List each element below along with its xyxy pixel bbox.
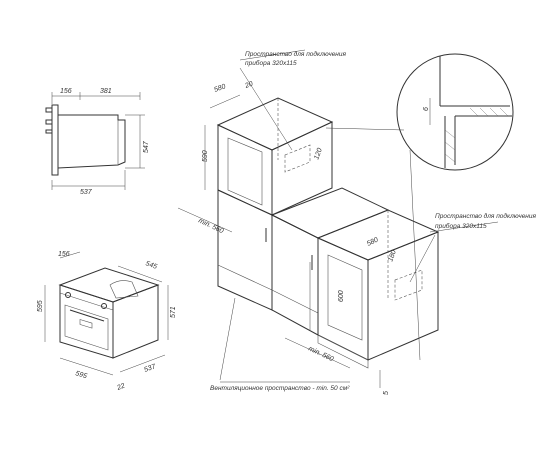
side-dim-537: 537 [80, 189, 93, 196]
lower-callout-line1: Пространство для подключения [435, 212, 536, 220]
lower-dim-600-text: 600 [338, 290, 345, 302]
front-dim-595-w [59, 357, 114, 376]
detail-hatch-6 [444, 141, 456, 151]
base-mid-top [270, 187, 390, 239]
ventilation-leader [219, 297, 236, 381]
upper-callout-line1: Пространство для подключения [245, 50, 346, 58]
base-mid-drawer-line [271, 289, 319, 314]
side-knob-2 [45, 119, 53, 125]
lower-dim-180-text: 180 [387, 249, 398, 262]
lower-callout-leader [409, 234, 436, 283]
front-dim-595-w-text: 595 [74, 370, 87, 380]
front-control-strip [59, 292, 114, 311]
detail-leader-2 [409, 149, 421, 361]
front-knob-left [65, 292, 71, 298]
lower-cabinet: 580 180 600 min. 560 Пространство для по… [284, 209, 536, 369]
side-dim-381: 381 [100, 88, 112, 95]
lower-dim-560-text: min. 560 [307, 345, 334, 363]
lower-opening [327, 254, 363, 341]
front-dim-156 [59, 251, 81, 259]
detail-circle [396, 53, 514, 171]
lower-right-face [367, 231, 439, 361]
upper-callout-leader-top [239, 49, 306, 61]
front-dim-545 [117, 265, 163, 283]
front-dim-571-text: 571 [170, 306, 177, 318]
front-dim-595-h-text: 595 [37, 300, 44, 312]
lower-connection-space [394, 269, 423, 301]
base-dim-560-left [177, 207, 233, 233]
front-right-face [112, 284, 159, 359]
detail-hatch-3 [489, 107, 499, 117]
lower-dim-580-text: 580 [366, 236, 380, 247]
side-view: 156 381 547 537 [45, 88, 150, 196]
detail-hatch-5 [444, 129, 456, 139]
front-door-window [64, 304, 109, 351]
detail-hatch-4 [499, 107, 509, 117]
front-knob-right [101, 303, 107, 309]
side-knob-1 [45, 107, 53, 113]
front-view: 156 545 595 571 595 537 22 [37, 251, 177, 392]
front-display [79, 319, 93, 329]
side-body [57, 114, 126, 169]
lower-callout-line2: прибора 320x115 [435, 222, 487, 230]
bottom-dim-5-text: 5 [383, 391, 390, 395]
upper-opening [227, 137, 263, 206]
front-top-face [58, 267, 160, 303]
lower-dim-560 [284, 337, 351, 369]
front-dim-545-text: 545 [144, 260, 157, 271]
upper-dim-120-text: 120 [313, 147, 324, 160]
detail-hatch-2 [479, 107, 489, 117]
upper-left-face [217, 124, 273, 216]
upper-dim-590-text: 590 [202, 150, 209, 162]
detail-dim-6-text: 6 [423, 107, 430, 111]
side-knob-3 [45, 129, 53, 134]
lower-plinth [317, 334, 369, 369]
front-handle [69, 309, 105, 322]
base-dim-560-left-text: min. 560 [197, 217, 224, 235]
upper-dim-580-text: 580 [213, 83, 226, 94]
side-dim-547: 547 [143, 140, 150, 153]
front-dim-22-text: 22 [115, 383, 126, 393]
detail-view: 6 [325, 53, 514, 361]
upper-dim-20-text: 20 [243, 81, 254, 91]
ventilation-label: Вентиляционное пространство - min. 50 см… [210, 385, 350, 392]
front-dim-537 [119, 354, 166, 373]
lower-top [316, 209, 440, 261]
upper-callout-leader [239, 67, 293, 151]
detail-hatch-1 [469, 107, 479, 117]
detail-leader-1 [325, 127, 405, 131]
lower-callout-leader-top [429, 221, 499, 233]
upper-right-face [271, 121, 333, 216]
front-dim-156-text: 156 [58, 251, 70, 258]
footer: Вентиляционное пространство - min. 50 см… [210, 297, 390, 395]
base-left-drawer-line [217, 264, 273, 291]
upper-dim-580 [209, 94, 241, 109]
side-dim-156: 156 [60, 88, 72, 95]
side-door [51, 104, 59, 176]
front-top-cutout [109, 280, 139, 299]
upper-cabinet: 580 20 590 120 Пространство для подключе… [202, 49, 346, 216]
base-left-front [217, 189, 273, 311]
front-dim-537-text: 537 [143, 363, 157, 374]
upper-top [216, 97, 334, 151]
upper-connection-space [284, 144, 311, 173]
detail-hatch-7 [444, 153, 456, 163]
base-mid-front [271, 214, 319, 336]
upper-callout-line2: прибора 320x115 [245, 59, 297, 67]
